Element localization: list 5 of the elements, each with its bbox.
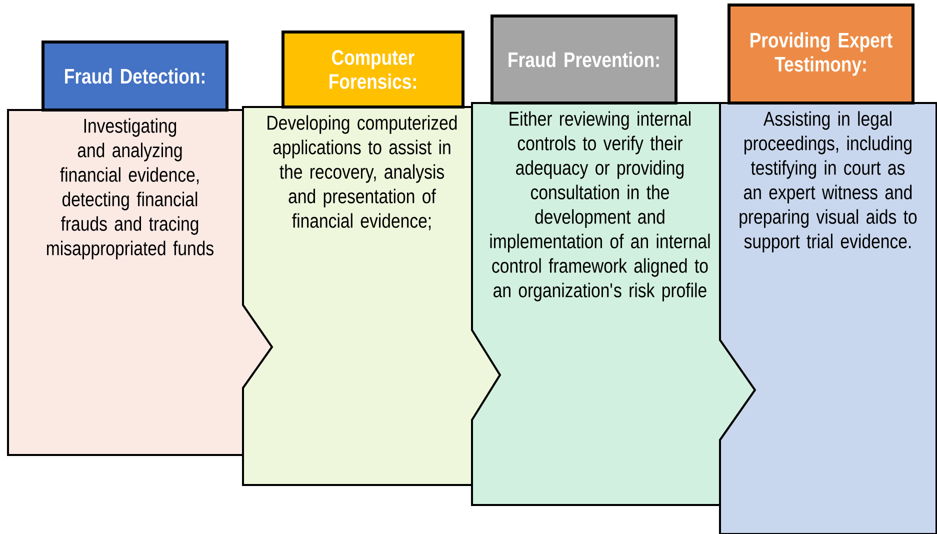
heading-box: Providing Expert Testimony: bbox=[728, 4, 914, 104]
heading-box: Fraud Detection: bbox=[42, 40, 228, 112]
heading-box: Fraud Prevention: bbox=[490, 14, 678, 104]
description-panel: Assisting in legal proceedings, including testifying in court as an expert witness and preparing visual aids to support trial evidence. bbox=[719, 102, 937, 534]
heading-box: Computer Forensics: bbox=[282, 30, 464, 108]
